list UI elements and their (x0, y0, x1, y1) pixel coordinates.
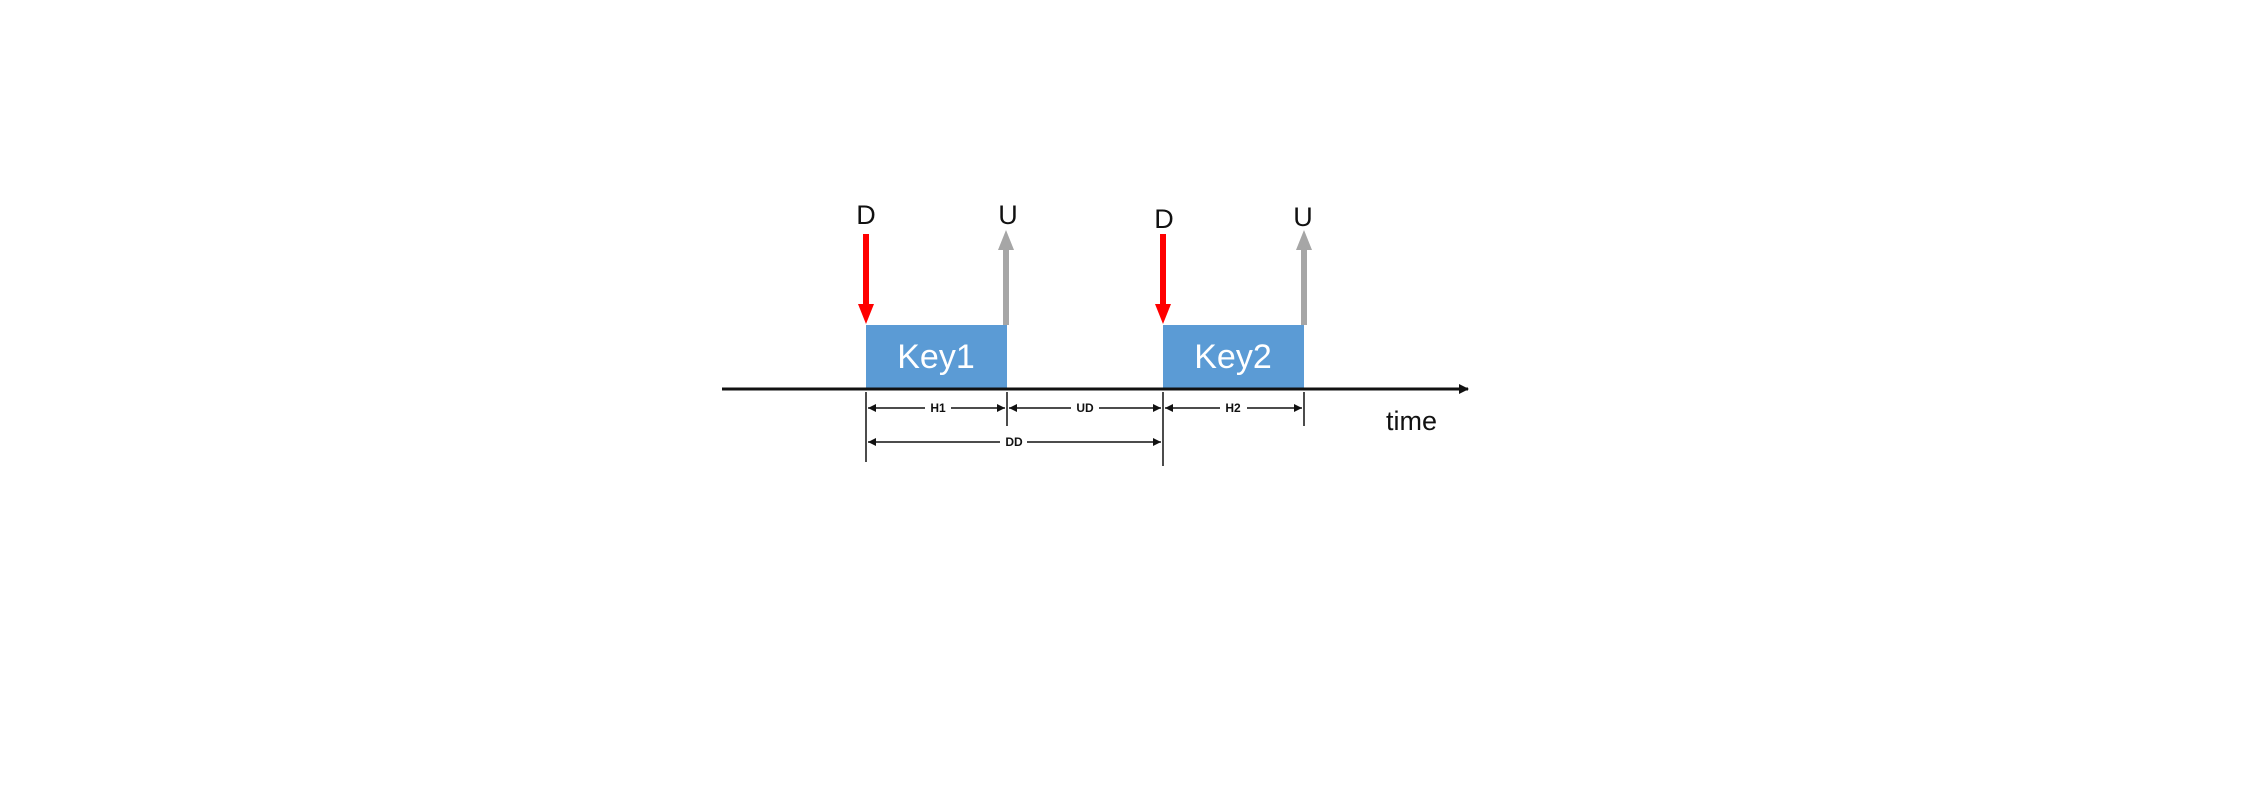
key2-label: Key2 (1194, 338, 1272, 376)
key-up-arrow-1 (998, 230, 1014, 325)
interval-ud-label: UD (1076, 401, 1094, 415)
key-up-arrow-2 (1296, 230, 1312, 325)
key-up-label-2: U (1293, 202, 1313, 232)
interval-h2-label: H2 (1225, 401, 1241, 415)
interval-h1-label: H1 (930, 401, 946, 415)
key-down-label-2: D (1154, 204, 1174, 234)
time-axis-label: time (1386, 406, 1437, 436)
interval-ticks (865, 392, 1305, 466)
interval-dd-label: DD (1005, 435, 1023, 449)
key2-block (1163, 325, 1304, 388)
key-down-arrow-1 (858, 234, 874, 324)
key-down-label-1: D (856, 200, 876, 230)
key1-label: Key1 (897, 338, 975, 376)
key1-block (866, 325, 1007, 388)
key-down-arrow-2 (1155, 234, 1171, 324)
key-up-label-1: U (998, 200, 1018, 230)
